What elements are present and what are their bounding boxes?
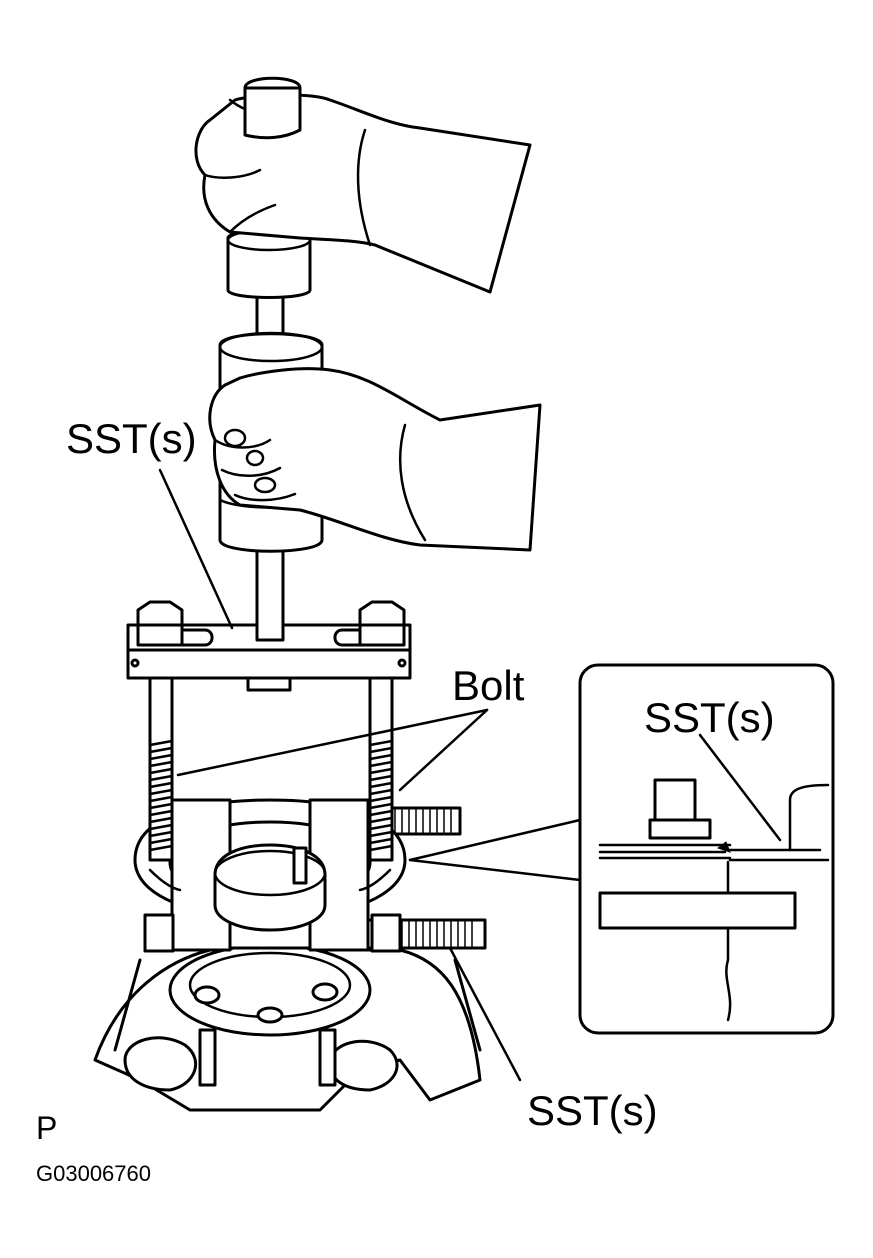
axle-knuckle-drawing — [93, 943, 482, 1112]
leader-lines — [158, 468, 782, 1082]
sst-upper-callout: SST(s) — [66, 415, 197, 462]
puller-assembly — [126, 600, 412, 862]
sst-lower-callout: SST(s) — [527, 1087, 658, 1134]
lower-hand — [208, 367, 542, 552]
upper-hand — [194, 86, 532, 294]
view-code: P — [36, 1110, 58, 1146]
detail-inset — [578, 663, 835, 1035]
bolt-callout: Bolt — [452, 662, 525, 709]
sst-inset-callout: SST(s) — [644, 694, 775, 741]
figure-id: G03006760 — [36, 1161, 151, 1186]
bearing-separator — [133, 798, 487, 953]
